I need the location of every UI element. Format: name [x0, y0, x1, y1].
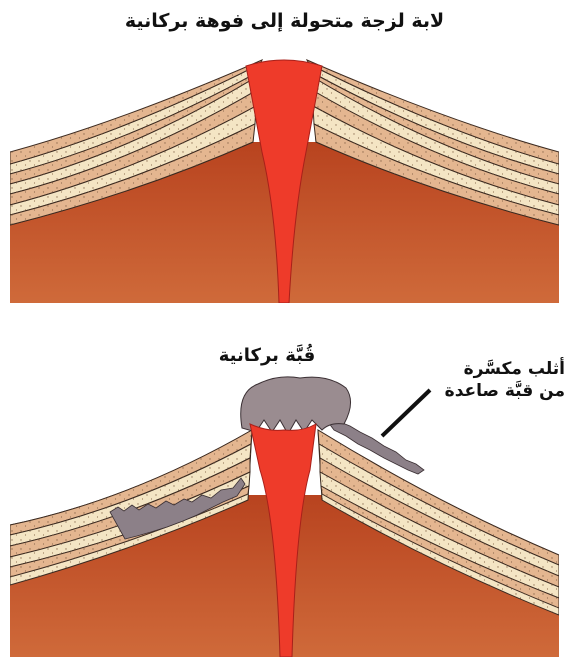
vent-cross-section: [10, 42, 559, 303]
lava-dome-panel: [10, 340, 559, 657]
dome-cross-section: [10, 340, 559, 657]
viscous-lava-vent-panel: [10, 42, 559, 303]
pointer-line: [382, 390, 430, 436]
top-panel-caption: لابة لزجة متحولة إلى فوهة بركانية: [0, 10, 569, 32]
